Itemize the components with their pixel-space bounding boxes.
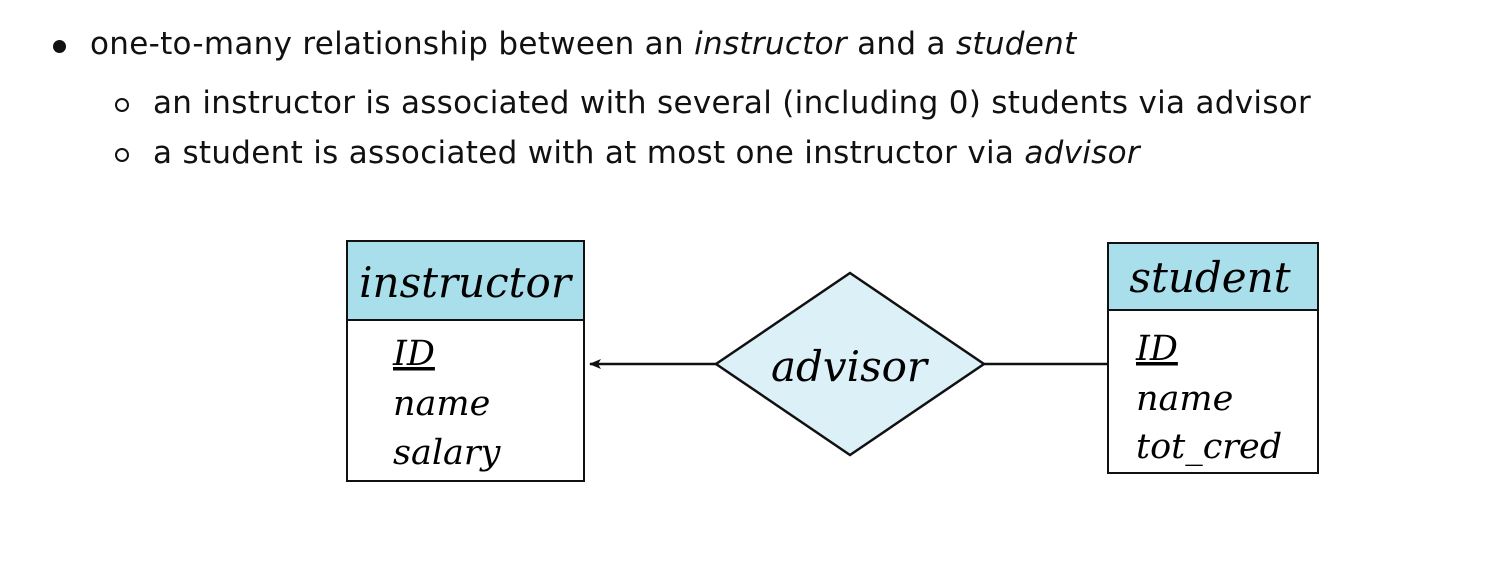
entity-instructor-title: instructor	[359, 258, 574, 307]
sub-bullet-circle-icon	[115, 98, 129, 112]
entity-instructor-attr-name: name	[393, 384, 490, 424]
entity-student-title: student	[1129, 253, 1290, 302]
sub-bullet-2-advisor: advisor	[1024, 135, 1140, 171]
main-bullet-student: student	[955, 26, 1077, 62]
main-bullet-text: one-to-many relationship between an inst…	[90, 24, 1077, 64]
sub-bullet-2-text: a student is associated with at most one…	[153, 135, 1025, 171]
entity-student-attr-name: name	[1136, 379, 1233, 419]
relationship-label: advisor	[771, 342, 930, 391]
entity-instructor-body	[346, 319, 585, 482]
entity-instructor-header	[346, 240, 585, 321]
entity-student-header	[1107, 242, 1319, 311]
entity-student-attr-id: ID	[1135, 329, 1178, 369]
main-bullet-part1: one-to-many relationship between an	[90, 26, 695, 62]
entity-instructor: instructor ID name salary	[346, 240, 585, 482]
sub-bullet-1: an instructor is associated with several…	[153, 85, 1312, 121]
relationship-advisor: advisor	[713, 271, 987, 457]
entity-student-attr-totcred: tot_cred	[1136, 427, 1282, 467]
entity-student-body	[1107, 309, 1319, 474]
entity-student: student ID name tot_cred	[1107, 242, 1319, 474]
bullet-dot-icon	[53, 40, 66, 53]
main-bullet-instructor: instructor	[694, 26, 847, 62]
sub-bullet-circle-icon	[115, 148, 129, 162]
entity-instructor-attr-id: ID	[392, 334, 435, 374]
entity-instructor-attr-salary: salary	[393, 433, 502, 473]
sub-bullet-2: a student is associated with at most one…	[153, 133, 1140, 173]
relationship-diamond	[713, 271, 987, 457]
main-bullet-part2: and a	[846, 26, 956, 62]
